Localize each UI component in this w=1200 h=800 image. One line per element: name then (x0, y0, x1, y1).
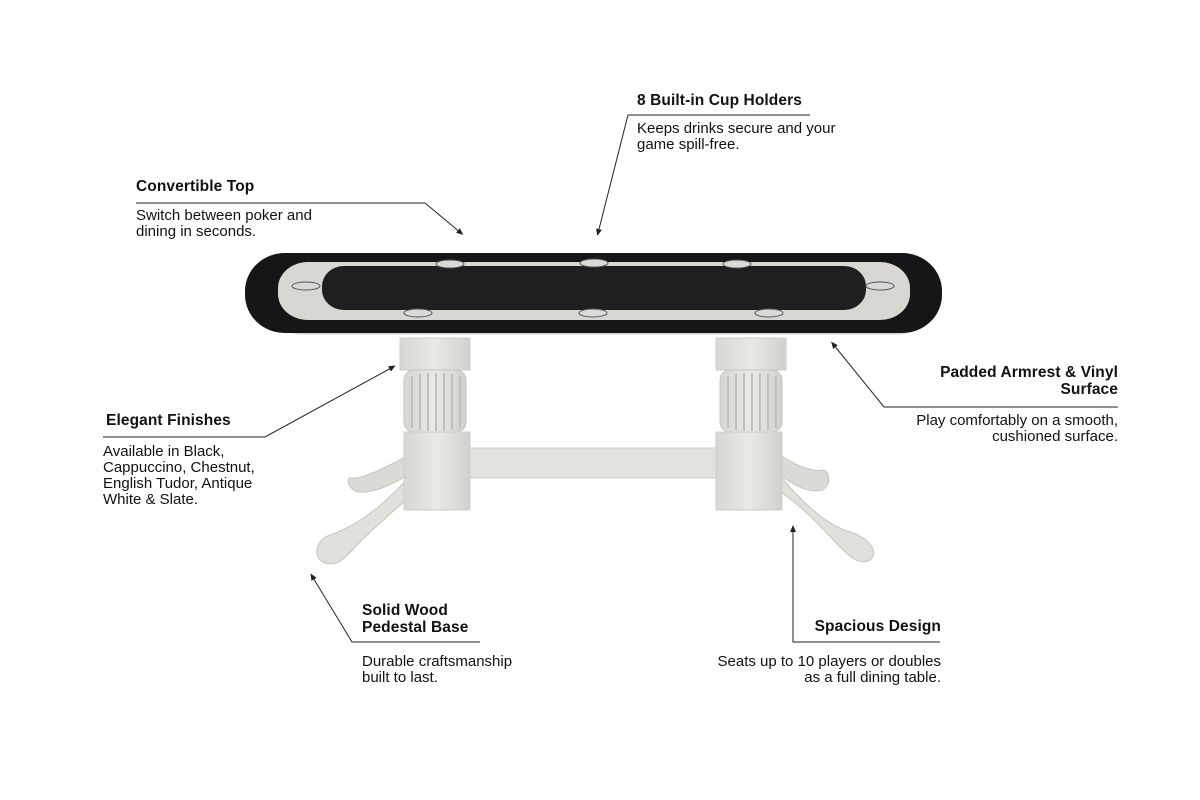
desc-line: Cappuccino, Chestnut, (103, 459, 255, 476)
title-line: Pedestal Base (362, 619, 469, 636)
desc-line: Play comfortably on a smooth, (916, 412, 1118, 429)
pedestal-base (316, 337, 875, 565)
leader-lines (103, 114, 1118, 643)
desc-line: English Tudor, Antique (103, 475, 253, 492)
callout-solid-wood: Solid Wood Pedestal Base Durable craftsm… (362, 602, 562, 686)
title-line: Solid Wood (362, 602, 448, 619)
callout-title: Padded Armrest & Vinyl Surface (860, 364, 1118, 398)
callout-padded-armrest: Padded Armrest & Vinyl Surface Play comf… (860, 364, 1118, 445)
callout-title: Convertible Top (136, 178, 255, 195)
desc-line: dining in seconds. (136, 223, 257, 240)
desc-line: Available in Black, (103, 443, 225, 460)
callout-description: Durable craftsmanship built to last. (362, 654, 562, 686)
table-top (245, 253, 942, 335)
title-line: Surface (1060, 381, 1118, 398)
callout-description: Keeps drinks secure and your game spill-… (637, 121, 897, 153)
callout-cup-holders: 8 Built-in Cup Holders Keeps drinks secu… (637, 92, 897, 153)
callout-description: Seats up to 10 players or doubles as a f… (660, 654, 941, 686)
callout-description: Play comfortably on a smooth, cushioned … (860, 413, 1118, 445)
desc-line: White & Slate. (103, 491, 199, 508)
callout-elegant-finishes: Elegant Finishes Available in Black, Cap… (103, 412, 303, 508)
desc-line: as a full dining table. (804, 669, 941, 686)
desc-line: game spill-free. (637, 136, 740, 153)
callout-title: Elegant Finishes (106, 412, 231, 429)
desc-line: Seats up to 10 players or doubles (717, 653, 941, 670)
callout-title: Spacious Design (814, 618, 941, 635)
callout-spacious-design: Spacious Design Seats up to 10 players o… (660, 618, 941, 686)
desc-line: Keeps drinks secure and your (637, 120, 836, 137)
desc-line: Durable craftsmanship (362, 653, 513, 670)
cupholder-icon (291, 258, 895, 318)
callout-title: 8 Built-in Cup Holders (637, 92, 802, 109)
callout-description: Available in Black, Cappuccino, Chestnut… (103, 444, 303, 508)
title-line: Padded Armrest & Vinyl (940, 364, 1118, 381)
desc-line: cushioned surface. (992, 428, 1118, 445)
callout-description: Switch between poker and dining in secon… (136, 208, 376, 240)
desc-line: built to last. (362, 669, 438, 686)
callout-title: Solid Wood Pedestal Base (362, 602, 562, 636)
callout-convertible-top: Convertible Top Switch between poker and… (136, 178, 376, 240)
desc-line: Switch between poker and (136, 207, 312, 224)
